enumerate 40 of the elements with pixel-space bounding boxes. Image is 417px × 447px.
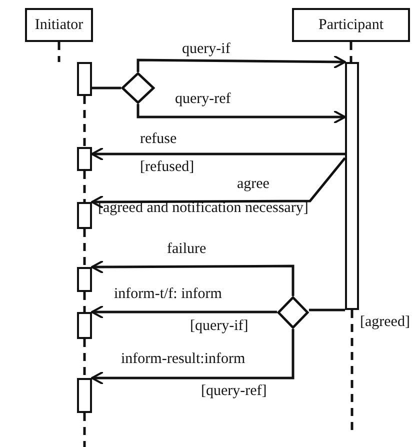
connector-line — [92, 86, 121, 90]
lifeline-head-box: Participant — [292, 8, 410, 42]
edge-label: refuse — [140, 132, 177, 147]
lifeline — [83, 229, 86, 267]
lifeline — [83, 96, 86, 147]
connector-line — [309, 308, 345, 312]
lifeline — [350, 310, 354, 430]
edge-label: query-if — [182, 42, 230, 57]
activation-bar — [77, 62, 92, 96]
lifeline — [350, 42, 352, 62]
edge-label: agree — [237, 177, 270, 192]
arrow — [91, 157, 346, 209]
edge-label: inform-result:inform — [121, 352, 246, 367]
lifeline — [83, 339, 86, 378]
arrow — [91, 329, 294, 385]
guard-label: [query-ref] — [201, 384, 267, 399]
arrow — [91, 305, 277, 319]
lifeline-head-box: Initiator — [25, 8, 93, 42]
arrow — [136, 104, 346, 124]
edge-label: query-ref — [175, 92, 231, 107]
guard-label: [agreed] — [360, 315, 410, 330]
lifeline — [83, 292, 86, 312]
activation-bar — [77, 147, 92, 171]
activation-bar — [77, 378, 92, 413]
arrow — [91, 260, 294, 296]
guard-label: [refused] — [140, 160, 194, 175]
decision-diamond — [121, 72, 155, 104]
edge-label: inform-t/f: inform — [114, 287, 222, 302]
lifeline — [58, 42, 60, 62]
arrow — [91, 147, 345, 161]
activation-bar — [77, 267, 92, 292]
activation-bar — [77, 202, 92, 229]
lifeline — [83, 171, 86, 202]
decision-diamond — [277, 296, 309, 329]
arrow — [136, 54, 346, 72]
edge-label: failure — [167, 242, 206, 257]
guard-label: [query-if] — [190, 319, 248, 334]
lifeline — [83, 413, 86, 447]
activation-bar — [345, 62, 359, 310]
activation-bar — [77, 312, 92, 339]
